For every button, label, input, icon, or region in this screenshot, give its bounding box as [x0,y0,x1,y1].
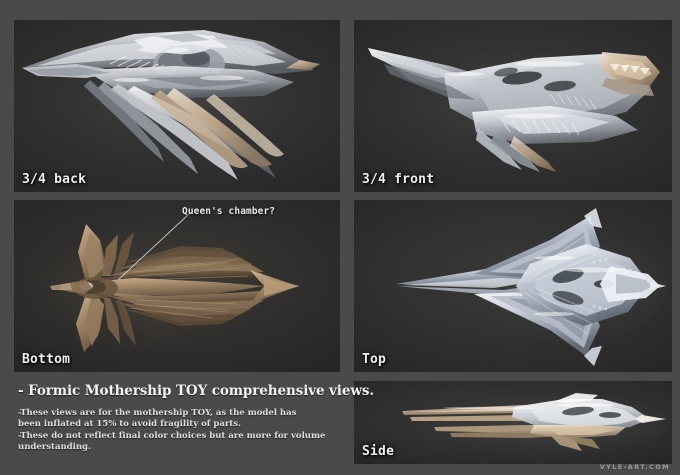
panel-label-front: 3/4 front [362,172,435,187]
annotation-queens-chamber: Queen's chamber? [182,206,276,217]
view-panel-side: Side [354,381,672,464]
caption-line-1: -These views are for the mothership TOY,… [18,408,297,418]
caption-body: -These views are for the mothership TOY,… [18,408,344,454]
caption-line-3: -These do not reflect final color choice… [18,430,326,441]
watermark: VYLE-ART.COM [599,463,670,471]
panel-label-back: 3/4 back [22,172,87,187]
view-panel-bottom: Bottom [14,200,340,372]
view-panel-front: 3/4 front [354,20,672,192]
caption-line-4: understanding. [18,442,91,453]
ship-render-bottom [14,200,340,372]
panel-label-top: Top [362,352,387,367]
panel-label-side: Side [362,444,395,459]
ship-render-back [14,20,340,192]
panel-label-bottom: Bottom [22,352,71,367]
ship-render-side [354,381,672,464]
caption-line-2: been inflated at 15% to avoid fragility … [18,419,241,430]
caption-title: - Formic Mothership TOY comprehensive vi… [18,383,374,399]
view-panel-top: Top [354,200,672,372]
ship-render-front [354,20,672,192]
view-panel-back: 3/4 back [14,20,340,192]
ship-render-top [354,200,672,372]
caption-block: - Formic Mothership TOY comprehensive vi… [14,381,374,464]
